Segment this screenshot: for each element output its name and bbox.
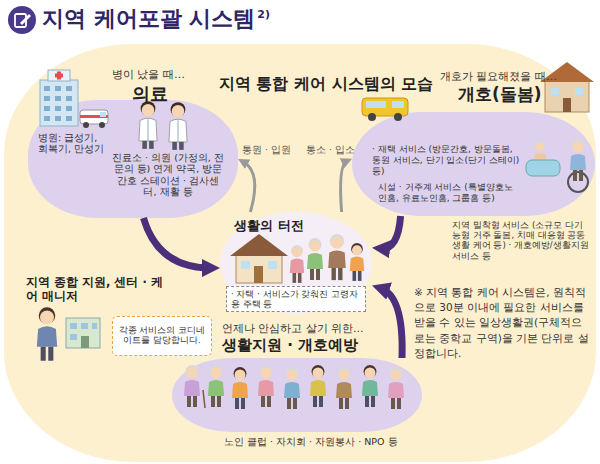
title-icon xyxy=(8,6,36,34)
node-text: 개호가 필요해졌을 때… xyxy=(440,70,595,83)
life-support-group: 언제나 안심하고 살기 위한…생활지원 · 개호예방노인 클럽 · 자치회 · … xyxy=(172,358,422,432)
living-base: 생활의 터전 · 자택 · 서비스가 갖춰진 고령자용 주택 등 xyxy=(220,212,372,314)
title-icon xyxy=(8,6,36,34)
care-area: 지역 통합 케어 시스템의 모습병이 났을 때…의료병원: 급성기, 회복기, … xyxy=(4,44,596,462)
edge-label: 통소 · 입소 xyxy=(306,144,355,157)
page-title: 지역 케어포괄 시스템 xyxy=(42,6,255,31)
node-text: 생활지원 · 개호예방 xyxy=(222,336,412,354)
node-text: 지역 종합 지원, 센터 · 케어 매니저 xyxy=(26,276,174,304)
node-text: 지역 통합 케어 시스템의 모습 xyxy=(176,74,476,93)
node-text: 노인 클럽 · 자치회 · 자원봉사 · NPO 등 xyxy=(224,436,444,447)
node-text: 의료 xyxy=(132,83,212,105)
node-text: 생활의 터전 xyxy=(234,218,344,234)
node-text: 병원: 급성기, 회복기, 만성기 xyxy=(38,132,110,155)
note-text: ※ 지역 통합 케어 시스템은, 원칙적으로 30분 이내에 필요한 서비스를 … xyxy=(414,285,590,361)
node-text: · 자택 · 서비스가 갖춰진 고령자용 주택 등 xyxy=(226,286,366,312)
footnote-mark: 2) xyxy=(257,8,270,21)
medical-group: 병이 났을 때…의료병원: 급성기, 회복기, 만성기진료소 · 의원 (가정의… xyxy=(28,100,238,218)
title-icon xyxy=(20,14,31,25)
node-text: · 재택 서비스 (방문간호, 방문돌봄, 통원 서비스, 단기 입소(단기 스… xyxy=(372,144,520,176)
node-text: 진료소 · 의원 (가정의, 전문의 등) 연계 약국, 방문간호 스테이션 ·… xyxy=(112,152,224,198)
care-group: 개호가 필요해졌을 때…개호(돌봄)· 재택 서비스 (방문간호, 방문돌봄, … xyxy=(352,112,595,216)
care-facility xyxy=(575,88,583,95)
node-text: 각종 서비스의 코디네이트를 담당합니다. xyxy=(116,325,208,345)
node-text: 지역 밀착형 서비스 (소규모 다기능형 거주 돌봄, 치매 대응형 공동생활 … xyxy=(452,220,592,261)
edge-label: 통원 · 입원 xyxy=(242,144,291,157)
node-text: 병이 났을 때… xyxy=(112,68,242,81)
title-line: 지역 케어포괄 시스템2) xyxy=(42,4,270,34)
node-text: 시설 · 거주계 서비스 (특별양호노인홈, 유료노인홈, 그룹홈 등) xyxy=(378,182,520,204)
coordinator-callout: 각종 서비스의 코디네이트를 담당합니다. xyxy=(112,316,212,356)
node-text: 개호(돌봄) xyxy=(458,84,578,104)
node-text: 언제나 안심하고 살기 위한… xyxy=(222,322,392,335)
